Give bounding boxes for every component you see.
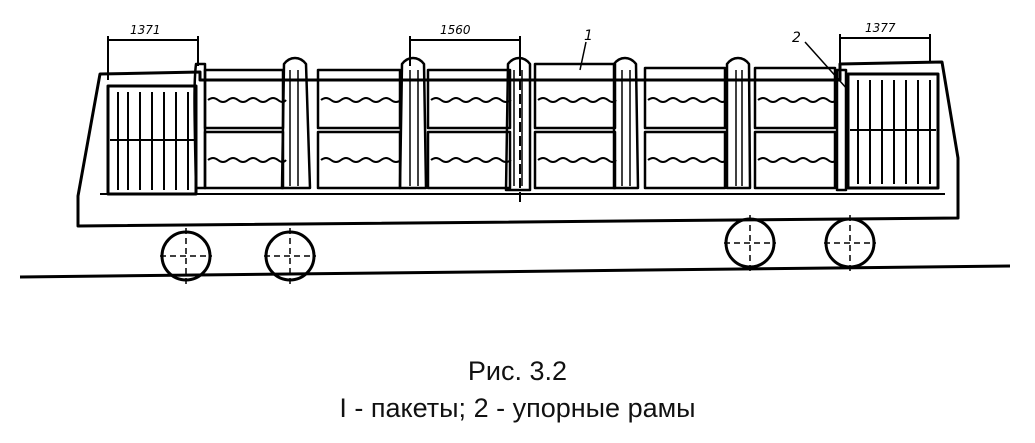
callout-stop-frames: 2 [792,30,801,46]
dimension-lines [107,34,931,205]
package-tie-lines [207,97,837,163]
dimension-left: 1371 [130,23,161,37]
figure-caption-title: Рис. 3.2 [467,356,568,386]
dimension-middle: 1560 [440,23,471,37]
wheelset-front-bogie [160,228,316,286]
stop-frame-right [846,72,940,190]
railcar-loading-diagram: 1371 1560 1377 1 2 [19,21,1011,286]
spacer-stanchions [193,56,848,192]
flatcar-platform [76,60,960,228]
wheelset-rear-bogie [724,215,876,272]
figure-caption-legend: I - пакеты; 2 - упорные рамы [339,393,696,423]
callout-packages: 1 [584,28,593,44]
stop-frame-left [106,84,198,196]
dimension-right: 1377 [865,21,896,35]
